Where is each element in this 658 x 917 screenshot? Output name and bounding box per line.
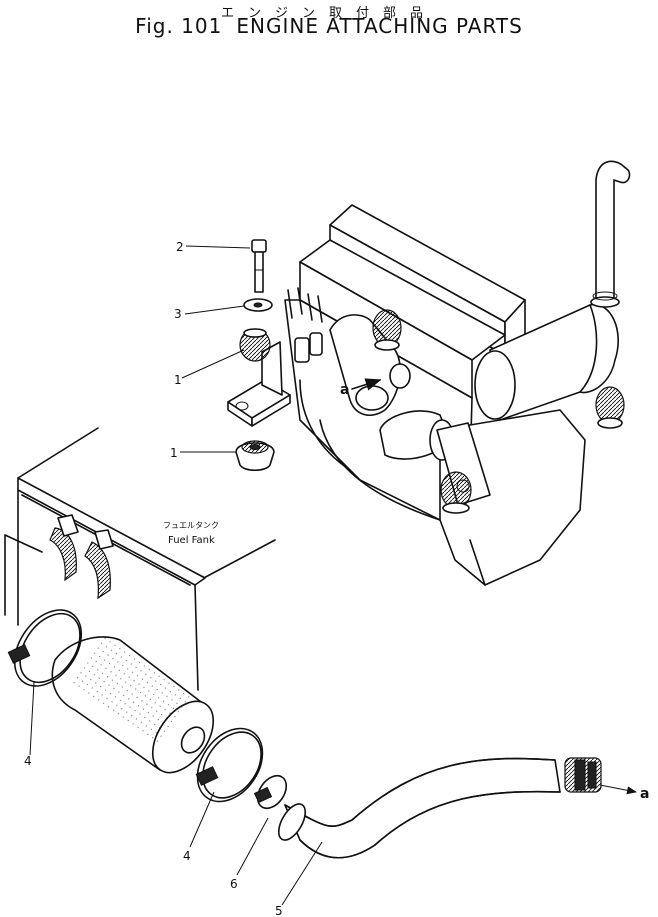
band-clamp-part-4-lower	[195, 727, 264, 803]
mount-rubber-part-1-upper	[239, 328, 271, 362]
washer-part-3	[243, 298, 273, 312]
callout-4-upper: 4	[24, 754, 32, 768]
figure-title: ENGINE ATTACHING PARTS	[236, 14, 523, 38]
band-clamp-part-4-upper	[7, 609, 83, 687]
hose-clamp-part-6	[253, 774, 288, 810]
callout-5: 5	[275, 904, 283, 917]
bolt-part-2	[251, 239, 267, 293]
diagram-title-japanese: エンジン取付部品	[220, 6, 437, 21]
mount-rubber-engine-rear	[595, 386, 625, 429]
callout-4-lower: 4	[183, 849, 191, 863]
engine-assembly	[227, 160, 631, 586]
callout-2: 2	[176, 240, 184, 254]
diagram-title: Fig. 101 ENGINE ATTACHING PARTS	[0, 14, 658, 38]
fuel-tank-panel	[4, 427, 276, 691]
mount-rubber-engine-front	[372, 309, 402, 351]
mount-rubber-engine-side	[440, 471, 472, 514]
reference-a-engine: a	[340, 382, 349, 398]
intake-hose-part-5	[277, 757, 602, 859]
fuel-tank-label-japanese: フュエルタンク	[163, 521, 219, 530]
callout-1-lower: 1	[170, 446, 178, 460]
mount-rubber-part-1-lower	[235, 440, 275, 472]
figure-number: Fig. 101	[135, 14, 223, 38]
air-cleaner-body	[51, 633, 215, 774]
reference-a-hose: a	[640, 786, 649, 802]
fuel-tank-label: Fuel Fank	[168, 535, 215, 546]
callout-6: 6	[230, 877, 238, 891]
callout-3: 3	[174, 307, 182, 321]
callout-1-upper: 1	[174, 373, 182, 387]
